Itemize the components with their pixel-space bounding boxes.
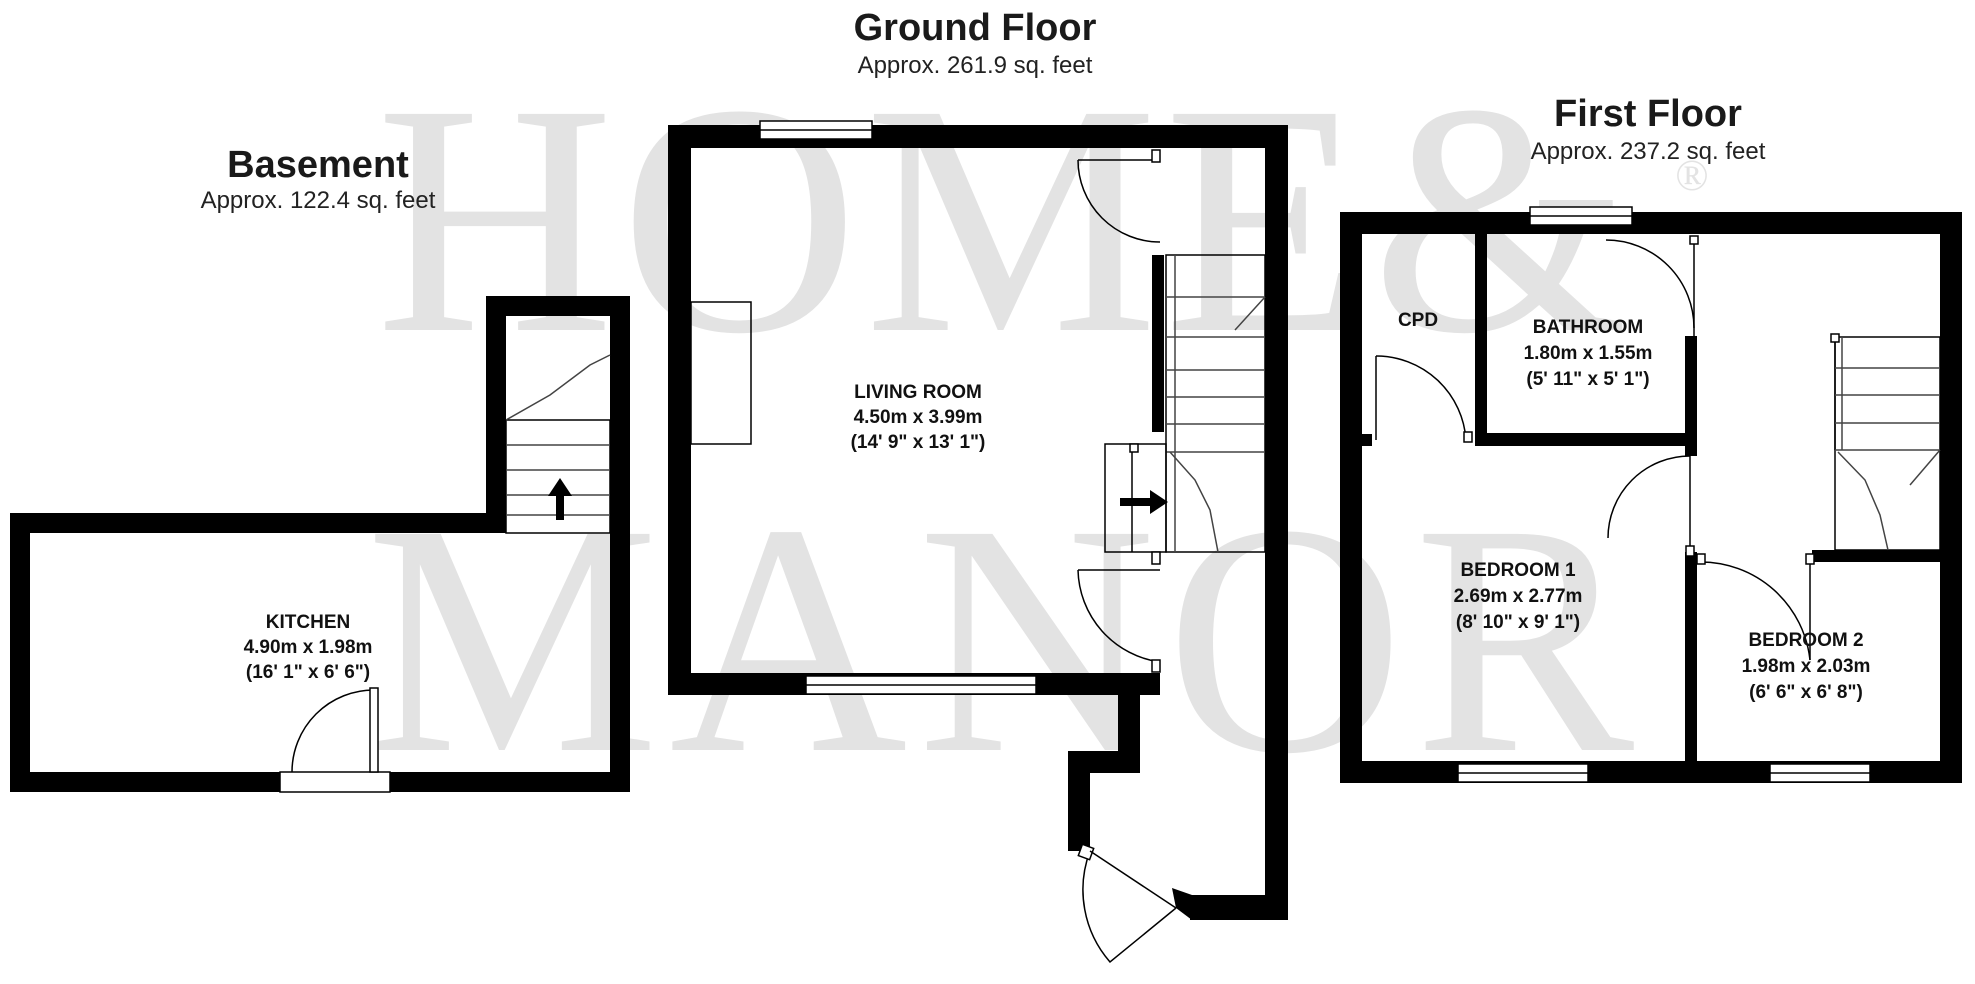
porch-wall-4 [1190,895,1288,920]
bathroom-label: BATHROOM [1533,317,1643,338]
bedroom1-metric: 2.69m x 2.77m [1454,586,1583,607]
porch-wall-1 [1118,673,1140,773]
basement-title: Basement [227,144,409,186]
living-room-imperial: (14' 9" x 13' 1") [851,432,986,453]
right-arrow-icon [1120,490,1168,514]
bathroom-imperial: (5' 11" x 5' 1") [1526,369,1649,390]
living-room-label: LIVING ROOM [854,382,982,403]
basement-stairs [505,354,611,534]
basement-area: Approx. 122.4 sq. feet [201,187,436,214]
bedroom2-label: BEDROOM 2 [1748,630,1863,651]
kitchen-door[interactable] [279,687,391,794]
kitchen-label: KITCHEN [266,612,350,633]
living-room-metric: 4.50m x 3.99m [854,407,983,428]
ground-floor-plan: Ground Floor Approx. 261.9 sq. feet [668,7,1288,964]
bathroom-metric: 1.80m x 1.55m [1524,343,1653,364]
bathroom-door[interactable] [1605,235,1699,336]
bathroom-right-wall [1685,336,1697,446]
registered-mark: ® [1675,151,1708,200]
watermark: HOME& MANOR ® [366,37,1709,822]
fireplace [690,301,752,445]
living-room-door-upper[interactable] [1077,149,1161,243]
kitchen-imperial: (16' 1" x 6' 6") [246,662,370,683]
stair-wall [1152,255,1164,432]
ground-left-wall [668,125,691,695]
bathroom-left-wall [1475,234,1487,446]
ground-stairs [1104,254,1266,565]
porch-jamb [1172,888,1192,920]
cpd-door[interactable] [1375,355,1473,443]
bedroom1-door[interactable] [1607,455,1695,557]
bedroom1-label: BEDROOM 1 [1460,560,1576,581]
living-room-door-lower[interactable] [1077,569,1161,673]
bedroom2-door[interactable] [1696,553,1815,661]
ground-floor-area: Approx. 261.9 sq. feet [858,52,1093,79]
basement-plan: Basement Approx. 122.4 sq. feet KITCHEN … [10,144,630,794]
porch-wall-3 [1068,751,1090,851]
cpd-label: CPD [1398,310,1438,331]
up-arrow-icon [548,478,572,520]
bedroom2-metric: 1.98m x 2.03m [1742,656,1871,677]
first-floor-title: First Floor [1554,93,1742,135]
ground-right-wall [1265,125,1288,920]
bedroom2-imperial: (6' 6" x 6' 8") [1749,682,1863,703]
kitchen-metric: 4.90m x 1.98m [244,637,373,658]
first-floor-area: Approx. 237.2 sq. feet [1531,138,1766,165]
first-floor-stairs [1830,333,1941,551]
front-door[interactable] [1077,843,1177,964]
bathroom-bottom-wall [1475,433,1697,446]
bedroom2-top-wall [1812,550,1940,562]
bedroom1-imperial: (8' 10" x 9' 1") [1456,612,1580,633]
ground-floor-title: Ground Floor [854,7,1097,49]
bedroom-divider-wall [1685,552,1697,761]
first-floor-plan: First Floor Approx. 237.2 sq. feet [1340,93,1962,783]
